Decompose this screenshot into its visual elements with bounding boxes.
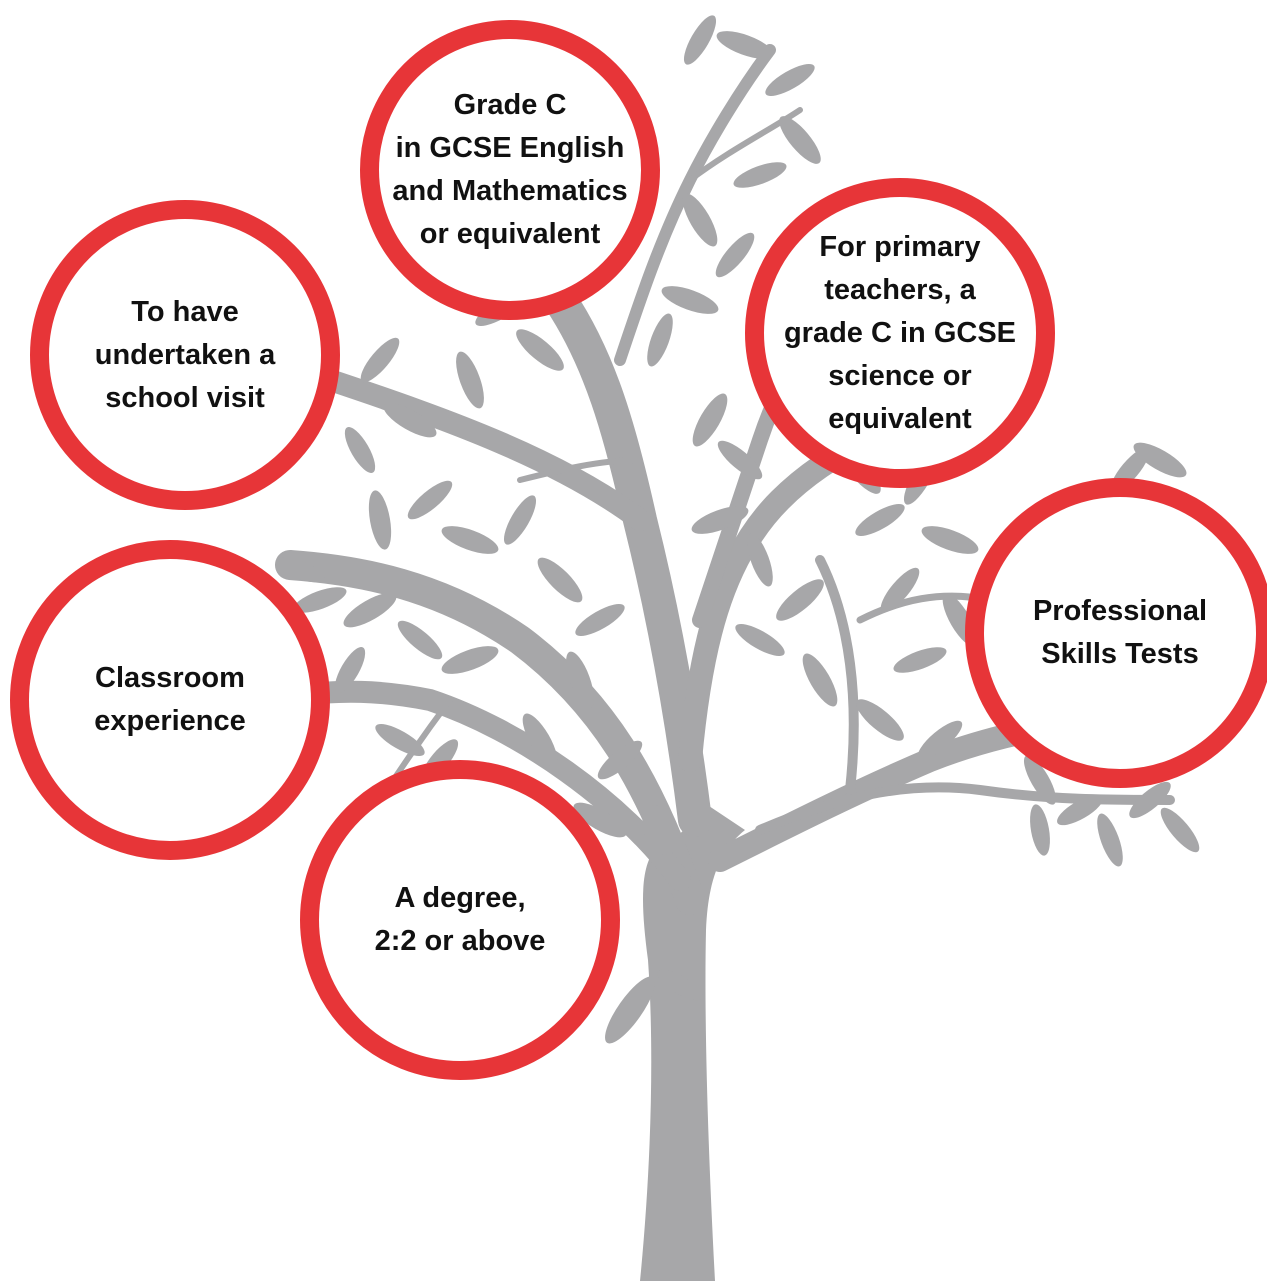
requirement-circle-primary-science: For primary teachers, a grade C in GCSE … — [745, 178, 1055, 488]
requirement-text: A degree, 2:2 or above — [374, 882, 546, 957]
requirement-circle-degree: A degree, 2:2 or above — [300, 760, 620, 1080]
requirement-circle-skills-tests: Professional Skills Tests — [965, 478, 1267, 788]
requirement-circle-classroom-experience: Classroom experience — [10, 540, 330, 860]
requirement-text: Classroom experience — [94, 662, 246, 737]
requirement-circle-school-visit: To have undertaken a school visit — [30, 200, 340, 510]
requirement-text: Professional Skills Tests — [1032, 595, 1208, 670]
requirement-text: Grade C in GCSE English and Mathematics … — [392, 89, 628, 250]
requirement-circle-gcse-english-maths: Grade C in GCSE English and Mathematics … — [360, 20, 660, 320]
requirement-text: For primary teachers, a grade C in GCSE … — [783, 230, 1017, 435]
requirement-text: To have undertaken a school visit — [94, 295, 276, 414]
